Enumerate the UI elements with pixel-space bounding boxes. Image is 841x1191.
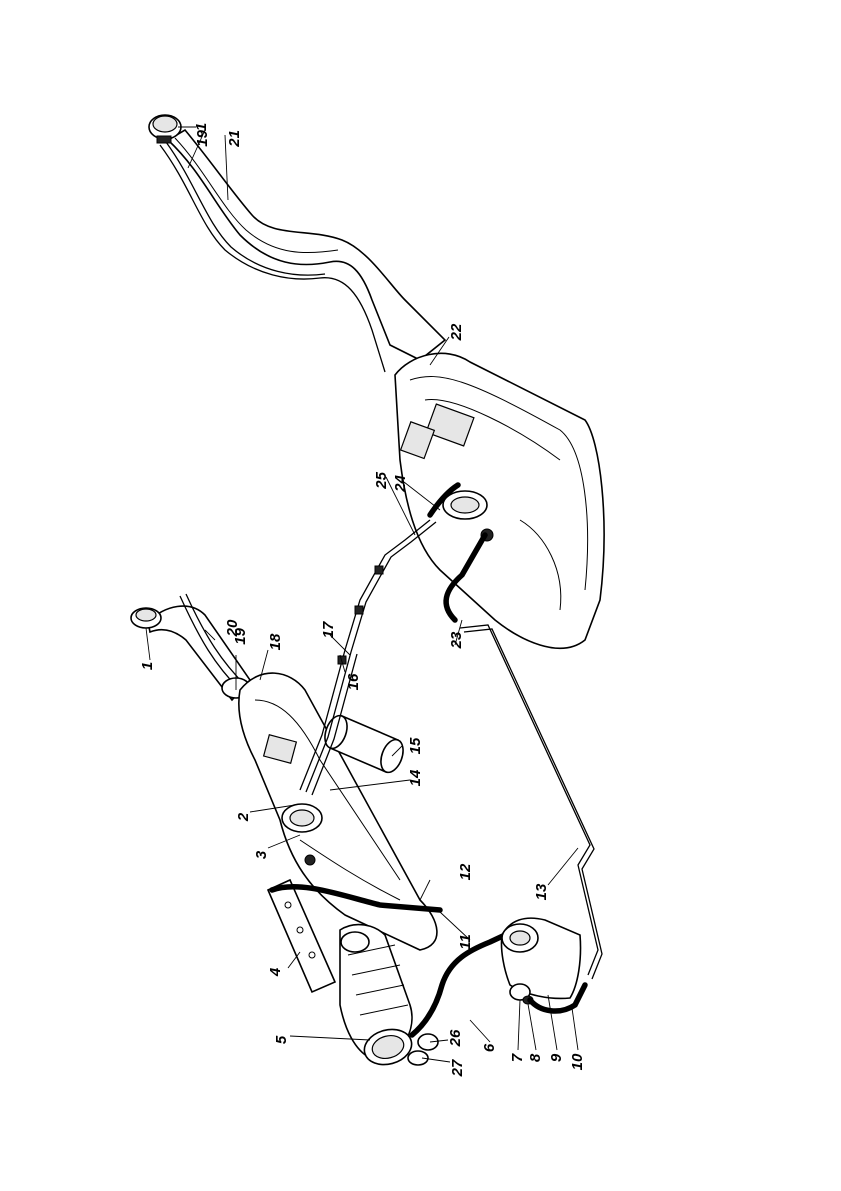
callout-19-left: 19 [232, 627, 249, 644]
callout-14: 14 [407, 769, 424, 786]
cooler-5 [340, 925, 416, 1070]
callout-13: 13 [533, 883, 550, 900]
callout-22: 22 [448, 323, 465, 341]
right-fuel-tank [395, 353, 604, 648]
callout-17: 17 [320, 621, 337, 638]
callout-6: 6 [481, 1043, 498, 1052]
callout-7: 7 [509, 1053, 526, 1062]
callout-16: 16 [345, 673, 362, 690]
callout-24: 24 [392, 474, 409, 492]
right-filler-neck [160, 130, 445, 372]
callout-1-left: 1 [139, 662, 156, 670]
callout-10: 10 [569, 1053, 586, 1070]
callout-12: 12 [457, 863, 474, 880]
fittings-26-27 [408, 1034, 438, 1065]
callout-3: 3 [253, 850, 270, 859]
callout-9: 9 [548, 1053, 565, 1062]
callout-8: 8 [527, 1053, 544, 1062]
callout-15: 15 [407, 737, 424, 754]
callout-19-right: 19 [194, 129, 211, 146]
callout-21: 21 [226, 130, 243, 148]
callout-27: 27 [449, 1059, 466, 1077]
callout-26: 26 [447, 1029, 464, 1047]
callout-18: 18 [267, 633, 284, 650]
callout-2: 2 [235, 812, 252, 822]
left-filler-neck [148, 594, 250, 700]
callout-1-right: 1 [193, 123, 210, 131]
callout-4: 4 [267, 967, 284, 977]
callout-23: 23 [448, 631, 465, 649]
callout-5: 5 [273, 1035, 290, 1044]
callout-11: 11 [457, 934, 474, 950]
callout-25: 25 [373, 471, 390, 489]
left-filler-cap [131, 608, 161, 628]
